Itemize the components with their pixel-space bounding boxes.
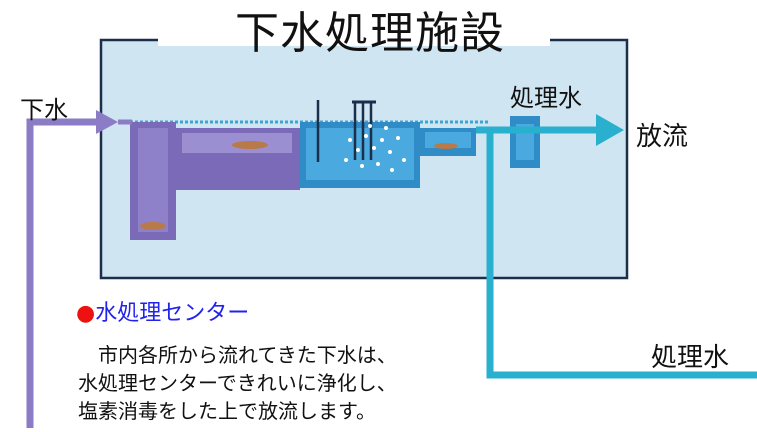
- label-discharge: 放流: [636, 122, 689, 152]
- label-treated-water-right: 処理水: [651, 343, 730, 373]
- sludge-final: [434, 143, 458, 149]
- section-bullet: ●: [76, 301, 96, 326]
- discharge-arrow-head: [596, 114, 624, 146]
- label-treated-water-top: 処理水: [510, 84, 582, 112]
- description-line: 市内各所から流れてきた下水は、: [78, 343, 397, 367]
- treated-water-pipe: [486, 130, 757, 379]
- aeration-tank-inner: [306, 128, 414, 180]
- section-heading: ●水処理センター: [76, 303, 249, 325]
- sludge-primary: [140, 222, 166, 230]
- description-line: 塩素消毒をした上で放流します。: [78, 399, 376, 423]
- section-description: 市内各所から流れてきた下水は、 水処理センターできれいに浄化し、 塩素消毒をした…: [78, 341, 397, 425]
- section-heading-text: 水処理センター: [95, 301, 250, 326]
- title-gap: [158, 34, 550, 46]
- description-line: 水処理センターできれいに浄化し、: [78, 371, 397, 395]
- label-sewage: 下水: [20, 96, 68, 124]
- sewage-arrow-head: [96, 110, 118, 134]
- final-tank-inner: [425, 132, 471, 148]
- aeration-bubbles: [344, 124, 406, 172]
- primary-tank-inner: [138, 128, 168, 232]
- sludge-channel: [232, 141, 268, 149]
- sewage-inflow-pipe: [26, 118, 96, 428]
- diagram-title: 下水処理施設: [235, 8, 505, 59]
